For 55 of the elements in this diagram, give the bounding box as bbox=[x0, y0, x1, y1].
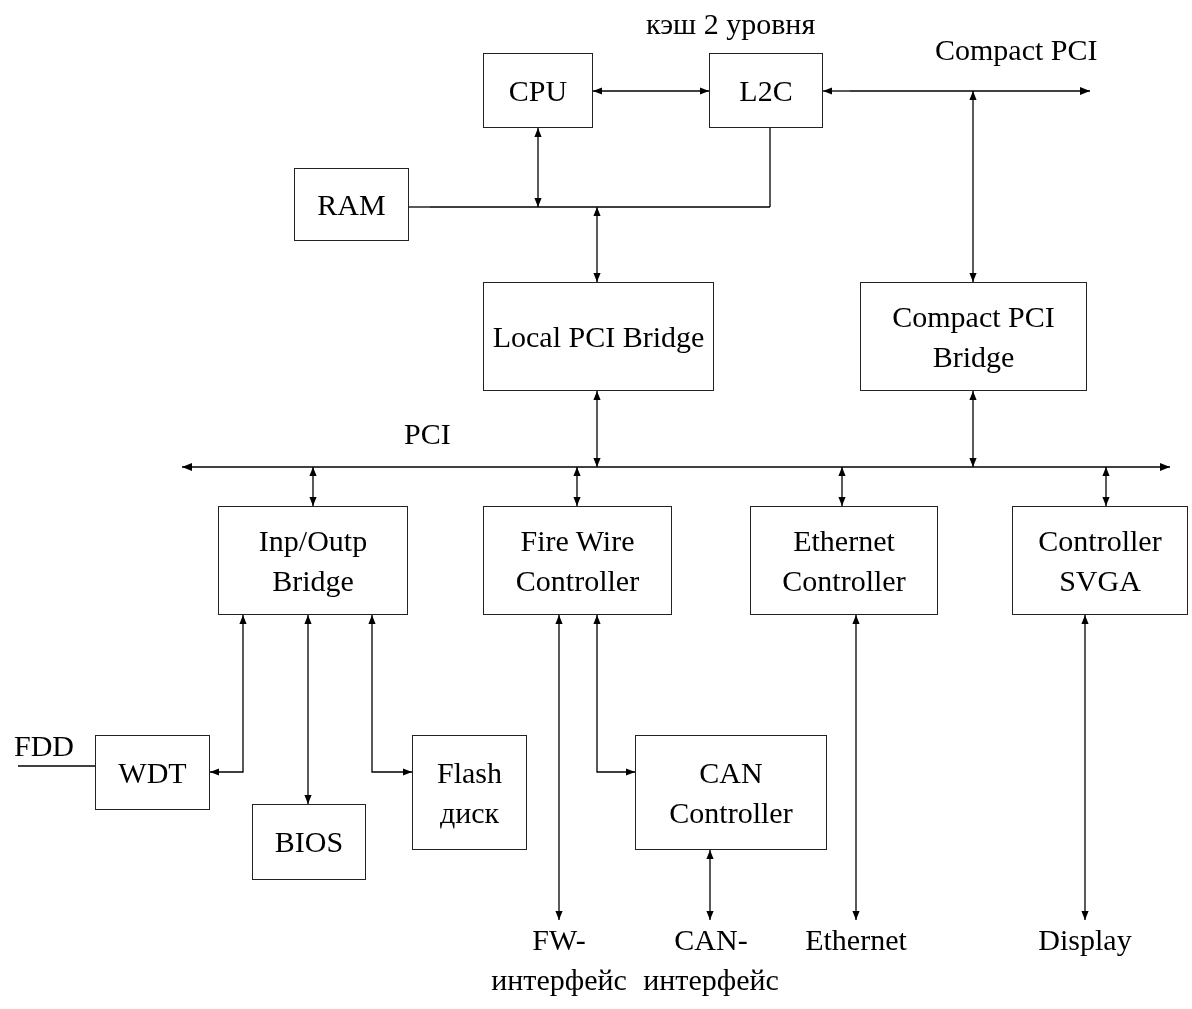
arrow bbox=[209, 614, 247, 776]
arrow bbox=[822, 87, 851, 95]
arrow bbox=[309, 466, 317, 507]
block-label: Local PCI Bridge bbox=[492, 318, 705, 355]
arrow bbox=[593, 206, 601, 283]
connector-line bbox=[17, 765, 96, 767]
block-label: Fire Wire Controller bbox=[514, 522, 641, 599]
block-label: Ethernet Controller bbox=[781, 522, 907, 599]
arrow bbox=[592, 87, 710, 95]
block-box bbox=[412, 735, 527, 850]
signal-label: Display bbox=[1025, 920, 1145, 962]
block-label: WDT bbox=[118, 754, 187, 791]
block-box bbox=[294, 168, 409, 241]
block-label: Inp/Outp Bridge bbox=[257, 522, 369, 599]
block-label: CPU bbox=[508, 72, 568, 109]
signal-label: CAN-интерфейс bbox=[636, 920, 786, 1002]
block-box bbox=[483, 53, 593, 128]
arrow bbox=[1081, 614, 1089, 921]
arrow bbox=[706, 849, 714, 921]
block-box bbox=[635, 735, 827, 850]
connector-line bbox=[769, 127, 771, 208]
block-box bbox=[483, 506, 672, 615]
caption-label: кэш 2 уровня bbox=[646, 6, 816, 42]
signal-label: Ethernet bbox=[800, 920, 912, 962]
arrow bbox=[969, 390, 977, 468]
arrow bbox=[368, 614, 413, 776]
arrow bbox=[573, 466, 581, 507]
block-box bbox=[483, 282, 714, 391]
block-label: Flash диск bbox=[436, 754, 503, 831]
arrow bbox=[304, 614, 312, 805]
arrow bbox=[534, 127, 542, 208]
bus-label: PCI bbox=[404, 417, 451, 451]
arrow bbox=[1102, 466, 1110, 507]
block-label: L2C bbox=[739, 72, 793, 109]
arrow bbox=[969, 90, 977, 283]
block-box bbox=[750, 506, 938, 615]
arrow bbox=[852, 614, 860, 921]
block-label: BIOS bbox=[274, 824, 344, 861]
arrow bbox=[593, 614, 636, 776]
connector-line bbox=[408, 206, 431, 208]
bus-label: Compact PCI bbox=[935, 33, 1098, 67]
block-label: Controller SVGA bbox=[1037, 522, 1163, 599]
block-label: Compact PCI Bridge bbox=[891, 298, 1056, 375]
block-label: CAN Controller bbox=[668, 754, 794, 831]
signal-label: FDD bbox=[12, 726, 76, 766]
block-box bbox=[95, 735, 210, 810]
arrow bbox=[555, 614, 563, 921]
block-box bbox=[252, 804, 366, 880]
block-label: RAM bbox=[317, 186, 386, 223]
arrow bbox=[593, 390, 601, 468]
block-box bbox=[860, 282, 1087, 391]
block-box bbox=[218, 506, 408, 615]
block-box bbox=[1012, 506, 1188, 615]
arrow bbox=[838, 466, 846, 507]
signal-label: FW-интерфейс bbox=[484, 920, 634, 1002]
